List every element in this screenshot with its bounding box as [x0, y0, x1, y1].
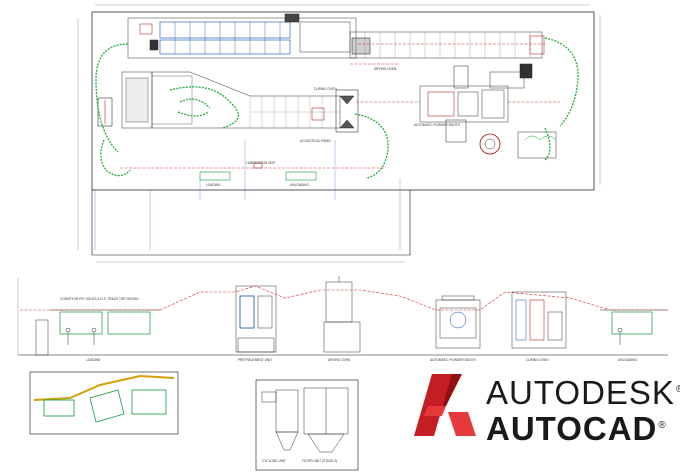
- plan-conveyor-track: [120, 43, 560, 169]
- elevation-view: [17, 276, 668, 356]
- autocad-brand: AUTODESK® AUTOCAD®: [412, 368, 680, 468]
- plan-conveyor-loops: [95, 37, 579, 179]
- plan-lubrication-unit: [253, 162, 263, 169]
- plan-label-unloading: UNLOADING: [290, 183, 309, 187]
- plan-label-lubrication-unit: LUBRICATION UNIT: [246, 161, 276, 165]
- detail-conveyor-box: [29, 371, 179, 435]
- plan-blue-lines: [94, 140, 401, 250]
- elev-label-pretreatment: PRETREATMENT UNIT: [238, 358, 272, 362]
- brand-line1: AUTODESK: [486, 374, 675, 411]
- elev-conveyor-note: CONVEYOR P/F, HOLDS & D.S. TRACK TOP DES…: [60, 297, 139, 301]
- elev-label-powder-booth: AUTOMATIC POWDER BOOTH: [430, 358, 477, 362]
- elev-label-unloading: UNLOADING: [618, 358, 637, 362]
- plan-unloading-station: [285, 171, 317, 181]
- elev-label-loading: LOADING: [86, 358, 101, 362]
- plan-loading-station: [199, 171, 231, 181]
- brand-reg2: ®: [658, 420, 667, 431]
- plan-label-drying-oven: DRYING OVEN: [374, 67, 397, 71]
- plan-label-automatic-powder-booth: AUTOMATIC POWDER BOOTH: [414, 123, 461, 127]
- detail-cyclone-box: [255, 379, 359, 471]
- elevation-conveyor-path: [20, 285, 668, 311]
- detail-label-filter: FILTER UNIT (STAGE 2): [302, 459, 337, 463]
- plan-view: [77, 4, 601, 263]
- elev-label-curing-oven: CURING OVEN: [526, 358, 549, 362]
- brand-reg1: ®: [676, 384, 680, 395]
- plan-label-acoustical-panel: ACOUSTICAL PANEL: [300, 139, 332, 143]
- autocad-logo-icon: [414, 374, 476, 436]
- plan-label-loading: LOADING: [206, 183, 221, 187]
- detail-label-cyclone: CYCLONE UNIT: [262, 459, 286, 463]
- plan-label-curing-oven: CURING OVEN: [314, 87, 337, 91]
- brand-autodesk-text: AUTODESK®: [486, 374, 680, 412]
- brand-autocad-text: AUTOCAD®: [486, 410, 667, 448]
- brand-line2: AUTOCAD: [486, 410, 658, 447]
- elev-label-drying-oven: DRYING OVEN: [328, 358, 351, 362]
